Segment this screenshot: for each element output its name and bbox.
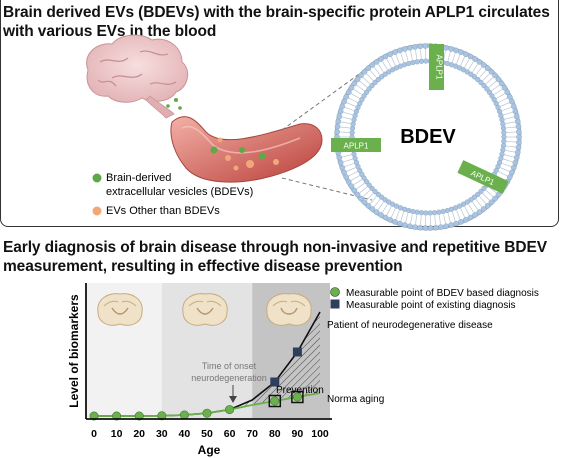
bdev-point xyxy=(225,405,235,415)
x-tick-label: 60 xyxy=(224,428,236,440)
x-tick-label: 10 xyxy=(111,428,123,440)
legend-bdev-point-dot xyxy=(330,287,340,297)
bottom-panel-title: Early diagnosis of brain disease through… xyxy=(3,239,547,275)
top-panel xyxy=(0,0,559,227)
blood-vessel xyxy=(170,116,323,183)
aplp1-protein-top: APLP1 xyxy=(429,44,444,90)
x-tick-label: 0 xyxy=(91,428,97,440)
patient-label: Patient of neurodegenerative disease xyxy=(327,320,493,331)
brain-illustration xyxy=(86,34,189,119)
top-panel-title: Brain derived EVs (BDEVs) with the brain… xyxy=(3,4,550,40)
legend-bdev-label-1: Brain-derived xyxy=(106,172,171,184)
x-tick-label: 70 xyxy=(246,428,258,440)
chart-points xyxy=(89,347,304,421)
legend-bdev-label-2: extracellular vesicles (BDEVs) xyxy=(106,186,253,198)
x-tick-label: 80 xyxy=(269,428,281,440)
x-tick-label: 50 xyxy=(201,428,213,440)
bdev-vesicle xyxy=(334,43,522,231)
x-tick-label: 30 xyxy=(156,428,168,440)
onset-annotation-line1: Time of onset xyxy=(202,361,257,371)
legend-other-ev-label: EVs Other than BDEVs xyxy=(106,205,220,217)
bdev-point-frame xyxy=(291,390,304,404)
existing-point xyxy=(292,347,302,357)
bdev-vesicle-label: BDEV xyxy=(400,126,456,148)
bdev-point xyxy=(270,396,280,406)
legend-bdev-dot xyxy=(92,173,102,183)
release-dots xyxy=(166,98,182,110)
x-tick-label: 100 xyxy=(311,428,329,440)
brain-section-icon xyxy=(182,293,228,326)
y-axis-label: Level of biomarkers xyxy=(67,294,81,408)
bdev-point xyxy=(89,411,99,421)
brain-sections xyxy=(97,293,312,326)
brain-section-icon xyxy=(266,293,312,326)
onset-arrowhead xyxy=(229,396,237,403)
x-axis-label: Age xyxy=(198,443,221,457)
legend-existing-point-square xyxy=(330,299,340,309)
legend-existing-point-label: Measurable point of existing diagnosis xyxy=(346,300,516,311)
bdev-point xyxy=(292,392,302,402)
aplp1-label-left: APLP1 xyxy=(344,142,369,151)
bdev-point-frame xyxy=(268,394,282,408)
legend-other-ev-dot xyxy=(92,206,102,216)
existing-point xyxy=(270,377,280,387)
bdev-point xyxy=(202,408,212,418)
bdev-point xyxy=(157,411,167,421)
x-tick-labels: 0 10 20 30 40 50 60 70 80 90 100 xyxy=(91,428,329,440)
aplp1-label-top: APLP1 xyxy=(435,55,444,80)
x-tick-label: 40 xyxy=(179,428,191,440)
bdev-point xyxy=(179,410,189,420)
legend-bdev-point-label: Measurable point of BDEV based diagnosis xyxy=(346,288,539,299)
vessel-ev-dots xyxy=(210,137,279,171)
bdev-point xyxy=(112,411,122,421)
aplp1-protein-left: APLP1 xyxy=(331,138,381,152)
bdev-point xyxy=(134,411,144,421)
brain-section-icon xyxy=(97,293,143,326)
prevention-label: Prevention xyxy=(276,385,324,396)
x-tick-label: 20 xyxy=(133,428,145,440)
onset-annotation-line2: neurodegeneration xyxy=(191,373,267,383)
normal-aging-label: Norma aging xyxy=(327,394,384,405)
x-tick-label: 90 xyxy=(292,428,304,440)
prevention-hatched-area xyxy=(229,312,320,410)
